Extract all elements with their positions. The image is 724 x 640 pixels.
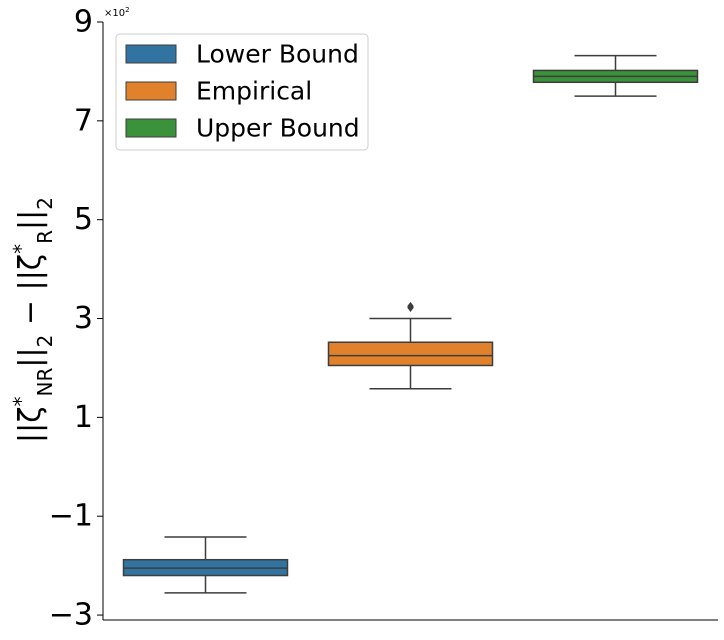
box-iqr <box>327 341 494 367</box>
outlier-marker <box>407 301 414 311</box>
y-tick-label: 5 <box>74 202 93 237</box>
legend-label: Upper Bound <box>196 114 360 143</box>
legend-label: Lower Bound <box>196 40 359 69</box>
y-tick-label: 9 <box>74 5 93 40</box>
boxes-layer <box>122 54 699 594</box>
legend-frame <box>115 33 369 151</box>
box-lower-bound <box>122 536 289 594</box>
legend-swatch <box>125 118 177 138</box>
box-empirical <box>327 301 494 390</box>
y-axis-label: ||ζ*NR||2 − ||ζ*R||2 <box>9 197 57 443</box>
y-tick-label: 3 <box>74 301 93 336</box>
y-scale-exponent: ×102 <box>104 6 130 19</box>
legend-label: Empirical <box>196 77 312 106</box>
y-scale-base: ×10 <box>104 8 125 19</box>
y-tick-label: −3 <box>49 598 93 633</box>
y-ticks: −3 −1 1 3 5 7 9 <box>49 5 103 633</box>
y-scale-power: 2 <box>125 6 129 14</box>
y-tick-label: −1 <box>49 499 93 534</box>
legend-swatch <box>125 81 177 101</box>
box-upper-bound <box>532 54 699 97</box>
legend-swatch <box>125 44 177 64</box>
y-tick-label: 7 <box>74 103 93 138</box>
y-tick-label: 1 <box>74 400 93 435</box>
